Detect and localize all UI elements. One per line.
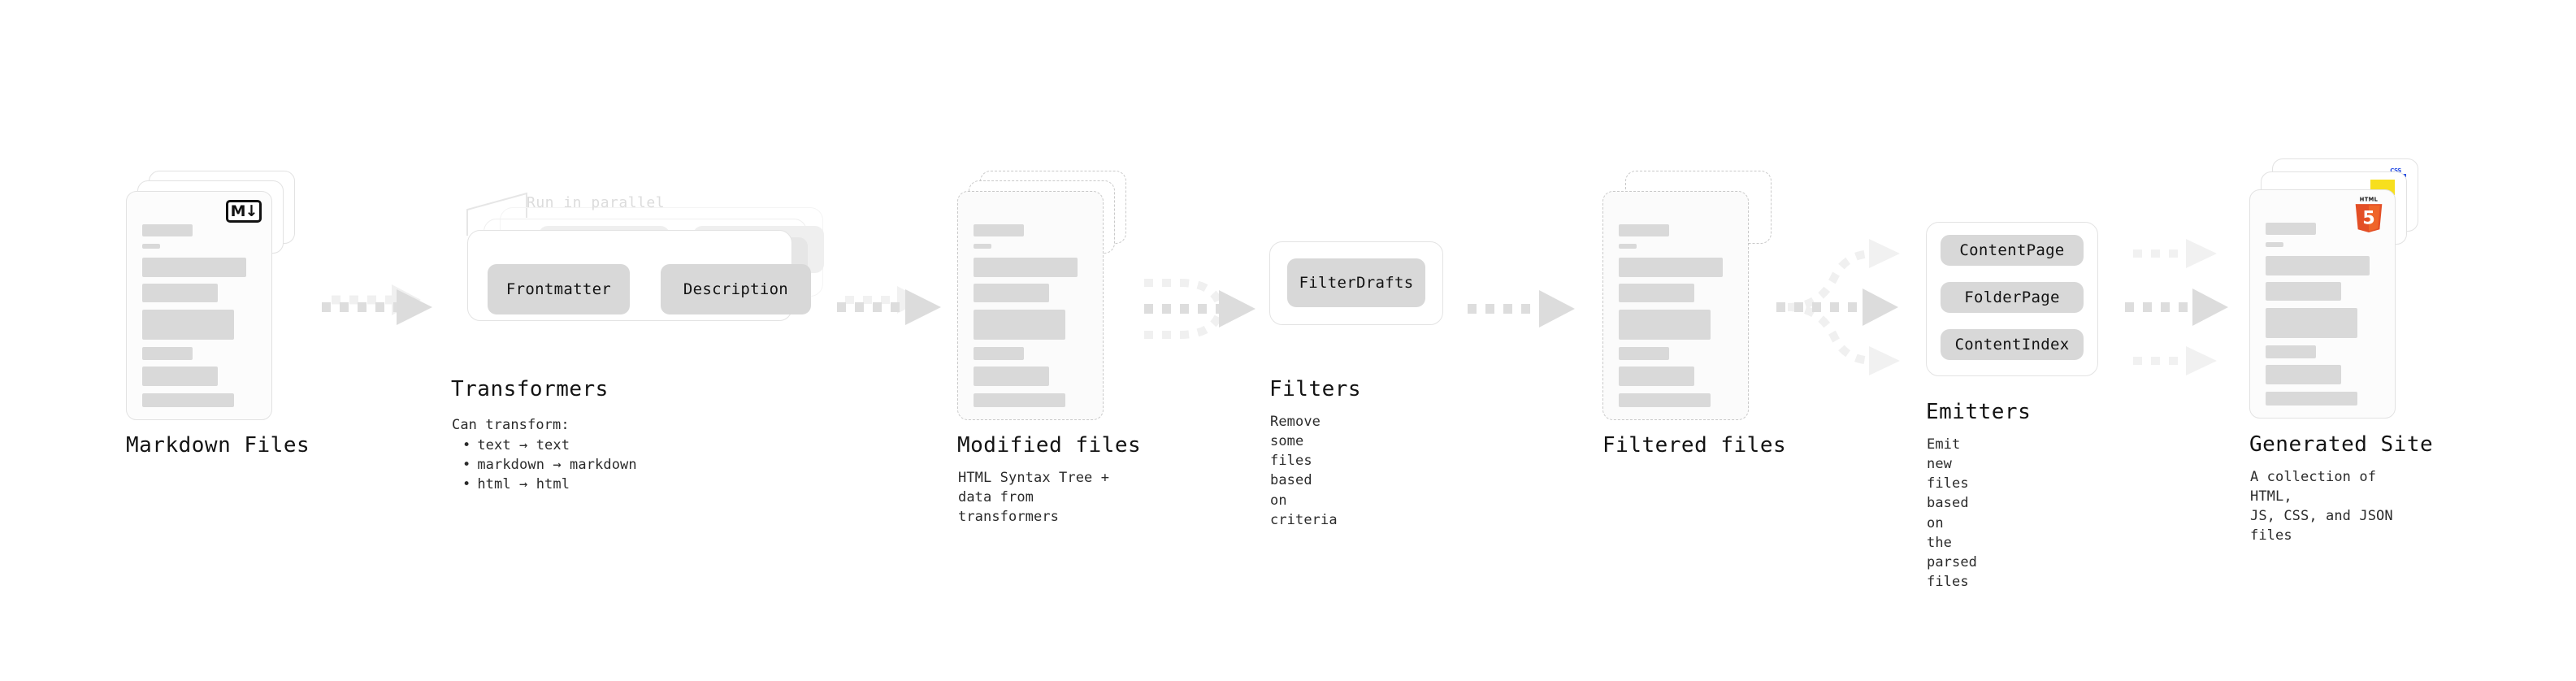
content-bar — [1619, 224, 1669, 236]
emitter-pill-folderpage[interactable]: FolderPage — [1941, 282, 2084, 313]
content-bar — [2266, 392, 2357, 406]
run-in-parallel-annotation: Run in parallel — [527, 194, 666, 211]
generated-site-stack: CSS HTML 5 — [2249, 158, 2424, 427]
content-bar — [974, 347, 1024, 360]
stage-title-transformers: Transformers — [451, 377, 609, 401]
content-bar — [142, 224, 193, 236]
filtered-card-content — [1619, 224, 1734, 407]
content-bar — [1619, 244, 1637, 249]
content-bar — [1619, 284, 1694, 302]
transformers-bullet: html → html — [462, 475, 637, 494]
transformers-bullet-list: text → text markdown → markdown html → h… — [452, 436, 637, 494]
html5-icon: HTML 5 — [2353, 195, 2385, 232]
filtered-file-stack — [1602, 171, 1777, 423]
content-bar — [142, 284, 218, 302]
arrow-transformers-to-modified-files — [837, 286, 941, 325]
stage-subtitle-emitters: Emit new files based on the parsed files — [1927, 436, 1978, 590]
content-bar — [142, 367, 218, 386]
generated-card-front: HTML 5 — [2249, 189, 2396, 419]
content-bar — [974, 258, 1078, 277]
svg-text:5: 5 — [2362, 208, 2374, 229]
arrow-emitters-to-generated-site — [2125, 239, 2228, 375]
stage-filtered-files: Filtered files — [1602, 171, 1786, 458]
content-bar — [974, 224, 1024, 236]
stage-subtitle-generated-site: A collection of HTML, JS, CSS, and JSON … — [2250, 469, 2393, 544]
content-bar — [1619, 367, 1694, 386]
content-bar — [974, 367, 1049, 386]
content-bar — [2266, 256, 2370, 275]
stage-title-filters: Filters — [1269, 377, 1362, 401]
stage-generated-site: CSS HTML 5 — [2249, 158, 2433, 544]
content-bar — [2266, 345, 2316, 358]
arrow-markdown-to-transformers — [322, 284, 432, 325]
generated-card-content — [2266, 223, 2381, 406]
content-bar — [142, 393, 234, 407]
stage-subtitle-filters: Remove some files based on criteria — [1270, 414, 1338, 528]
content-bar — [974, 310, 1065, 340]
content-bar — [142, 347, 193, 360]
arrow-modified-files-to-filters — [1144, 279, 1255, 339]
content-bar — [1619, 393, 1711, 407]
stage-modified-files: Modified files HTML Syntax Tree + data f… — [957, 171, 1141, 525]
modified-file-stack — [957, 171, 1132, 423]
transformers-bullet: markdown → markdown — [462, 455, 637, 475]
markdown-file-stack: M↓ — [126, 171, 301, 423]
content-bar — [2266, 308, 2357, 338]
content-bar — [2266, 365, 2341, 384]
stage-title-emitters: Emitters — [1926, 400, 2032, 424]
content-bar — [2266, 242, 2283, 247]
arrow-filters-to-filtered-files — [1468, 290, 1575, 327]
content-bar — [1619, 310, 1711, 340]
stage-title-filtered-files: Filtered files — [1602, 433, 1787, 458]
content-bar — [2266, 282, 2341, 301]
stage-subtitle-modified-files: HTML Syntax Tree + data from transformer… — [958, 470, 1110, 526]
emitter-pill-contentpage[interactable]: ContentPage — [1941, 235, 2084, 266]
content-bar — [2266, 223, 2316, 235]
filters-pill-filterdrafts[interactable]: FilterDrafts — [1287, 258, 1425, 307]
stage-title-generated-site: Generated Site — [2249, 432, 2434, 457]
transformers-bullet: text → text — [462, 436, 637, 455]
svg-text:HTML: HTML — [2360, 196, 2379, 202]
arrow-filtered-files-to-emitters — [1776, 239, 1900, 375]
content-bar — [142, 258, 246, 277]
content-bar — [974, 244, 991, 249]
content-bar — [1619, 258, 1723, 277]
content-bar — [1619, 347, 1669, 360]
transformers-caption-lead: Can transform: — [452, 417, 570, 433]
markdown-card-front: M↓ — [126, 191, 272, 420]
stage-title-modified-files: Modified files — [957, 433, 1142, 458]
content-bar — [142, 310, 234, 340]
stage-title-markdown-files: Markdown Files — [126, 433, 310, 458]
filtered-card-front — [1602, 191, 1749, 420]
transformer-pill-frontmatter[interactable]: Frontmatter — [488, 264, 630, 314]
content-bar — [974, 393, 1065, 407]
transformer-pill-description[interactable]: Description — [661, 264, 811, 314]
content-bar — [142, 244, 160, 249]
modified-card-front — [957, 191, 1104, 420]
transformers-caption: Can transform: text → text markdown → ma… — [452, 415, 637, 495]
markdown-card-content — [142, 224, 258, 407]
emitter-pill-contentindex[interactable]: ContentIndex — [1941, 329, 2084, 360]
markdown-icon: M↓ — [226, 200, 262, 223]
modified-card-content — [974, 224, 1089, 407]
stage-markdown-files: M↓ Markdown Files — [126, 171, 310, 458]
content-bar — [974, 284, 1049, 302]
